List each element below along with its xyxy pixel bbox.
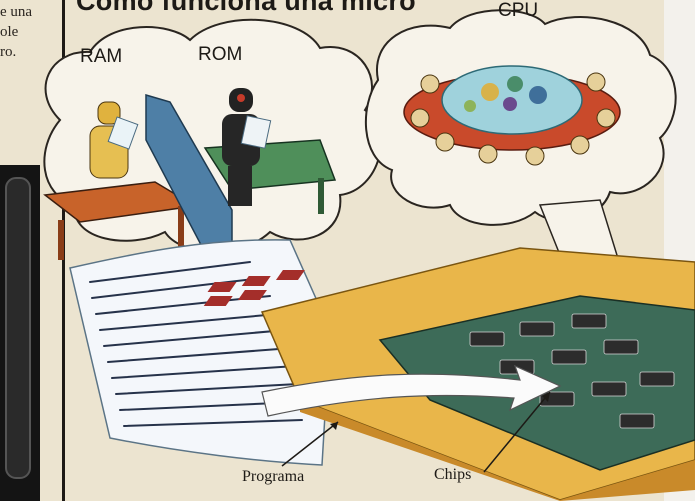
cpu-robot [570, 135, 590, 155]
programa-pointer-head [330, 422, 338, 430]
cpu-robot [410, 108, 430, 128]
ram-robot-head [97, 101, 121, 125]
page-title: Cómo funciona una micro [76, 0, 416, 16]
side-text-line: e una [0, 4, 33, 20]
flow-arrow [261, 364, 562, 417]
rom-robot-legs [228, 166, 252, 206]
board-chips [469, 313, 675, 429]
cpu-robot [478, 144, 498, 164]
cpu-core-ball [481, 83, 499, 101]
cpu-robot [435, 132, 455, 152]
cpu-core-ball [529, 86, 547, 104]
programa-caption: Programa [242, 468, 305, 485]
chips-caption: Chips [434, 466, 472, 483]
left-device-bezel [5, 177, 31, 479]
rom-document [240, 115, 272, 149]
cpu-robot [420, 74, 440, 94]
cpu-label: CPU [498, 0, 539, 21]
ram-document [107, 116, 139, 150]
keyboard-keys [203, 270, 305, 306]
side-text-line: ole [0, 24, 19, 40]
rom-desk-leg [318, 178, 324, 214]
programa-pointer [281, 421, 339, 467]
cpu-robot [596, 108, 616, 128]
chips-pointer-head [542, 392, 550, 402]
cpu-robot [525, 146, 545, 166]
ram-desk-leg [178, 206, 184, 250]
cpu-robot [586, 72, 606, 92]
cpu-core-ball [507, 76, 523, 92]
cpu-core-ball [464, 100, 476, 112]
side-text-line: ro. [0, 44, 17, 60]
cpu-core-ball [503, 97, 517, 111]
chips-pointer [483, 391, 551, 473]
keyboard-edge [300, 400, 695, 501]
ram-label: RAM [80, 46, 123, 67]
rom-label: ROM [198, 44, 243, 65]
ram-desk-leg [58, 220, 64, 260]
rom-robot-eye [237, 94, 245, 102]
